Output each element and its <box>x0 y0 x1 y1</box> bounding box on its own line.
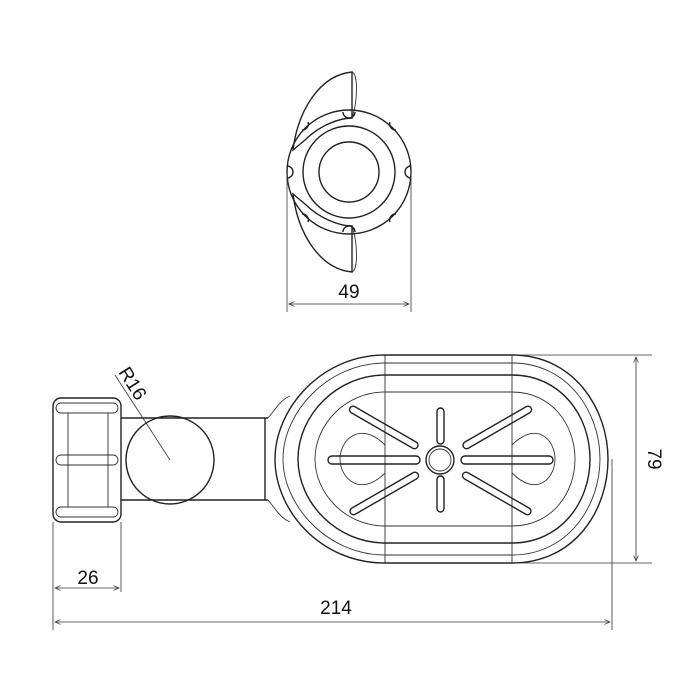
arm <box>121 417 268 501</box>
lower-wing <box>292 192 353 273</box>
rail-bore <box>125 415 215 505</box>
nut-ribs <box>55 402 119 518</box>
bore <box>318 141 380 203</box>
radius-leader <box>114 374 171 461</box>
dish-outer <box>274 354 609 564</box>
nut <box>52 397 122 523</box>
dimension-label-214: 214 <box>320 598 352 619</box>
ring-notches <box>286 111 412 233</box>
drain-hole <box>425 445 455 475</box>
side-view: R16 79 26 214 <box>52 354 664 630</box>
dimension-label-49: 49 <box>338 282 359 303</box>
inner-ring <box>302 125 396 219</box>
drain-slots <box>327 405 554 516</box>
upper-wing <box>292 71 353 152</box>
top-view: 49 <box>286 71 412 312</box>
radius-label: R16 <box>114 364 150 405</box>
dimension-label-79: 79 <box>643 448 664 469</box>
dimension-label-26: 26 <box>77 568 98 589</box>
